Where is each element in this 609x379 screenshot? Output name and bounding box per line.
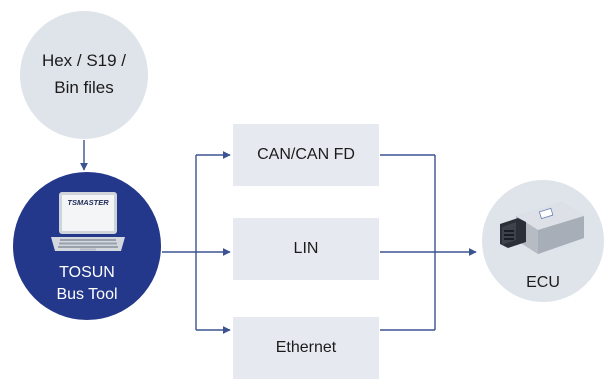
files-node: Hex / S19 / Bin files bbox=[20, 11, 148, 139]
lin-bus-box: LIN bbox=[233, 218, 379, 280]
can-bus-label: CAN/CAN FD bbox=[257, 146, 355, 163]
laptop-icon: TSMASTER bbox=[51, 192, 125, 251]
bus-tool-node: TSMASTER TOSUN Bus Tool bbox=[13, 172, 161, 320]
files-label-line1: Hex / S19 / bbox=[41, 51, 127, 70]
screen-brand-text: TSMASTER bbox=[67, 198, 109, 207]
ecu-node: ECU bbox=[482, 180, 604, 302]
lin-bus-label: LIN bbox=[293, 240, 319, 257]
ethernet-bus-label: Ethernet bbox=[275, 339, 337, 356]
ethernet-bus-box: Ethernet bbox=[233, 317, 379, 379]
files-label-line2: Bin files bbox=[54, 78, 114, 97]
ecu-module-icon bbox=[500, 202, 584, 254]
tool-label-line1: TOSUN bbox=[59, 264, 115, 281]
ecu-label: ECU bbox=[526, 274, 560, 291]
tool-label-line2: Bus Tool bbox=[56, 286, 118, 303]
can-bus-box: CAN/CAN FD bbox=[233, 124, 379, 186]
